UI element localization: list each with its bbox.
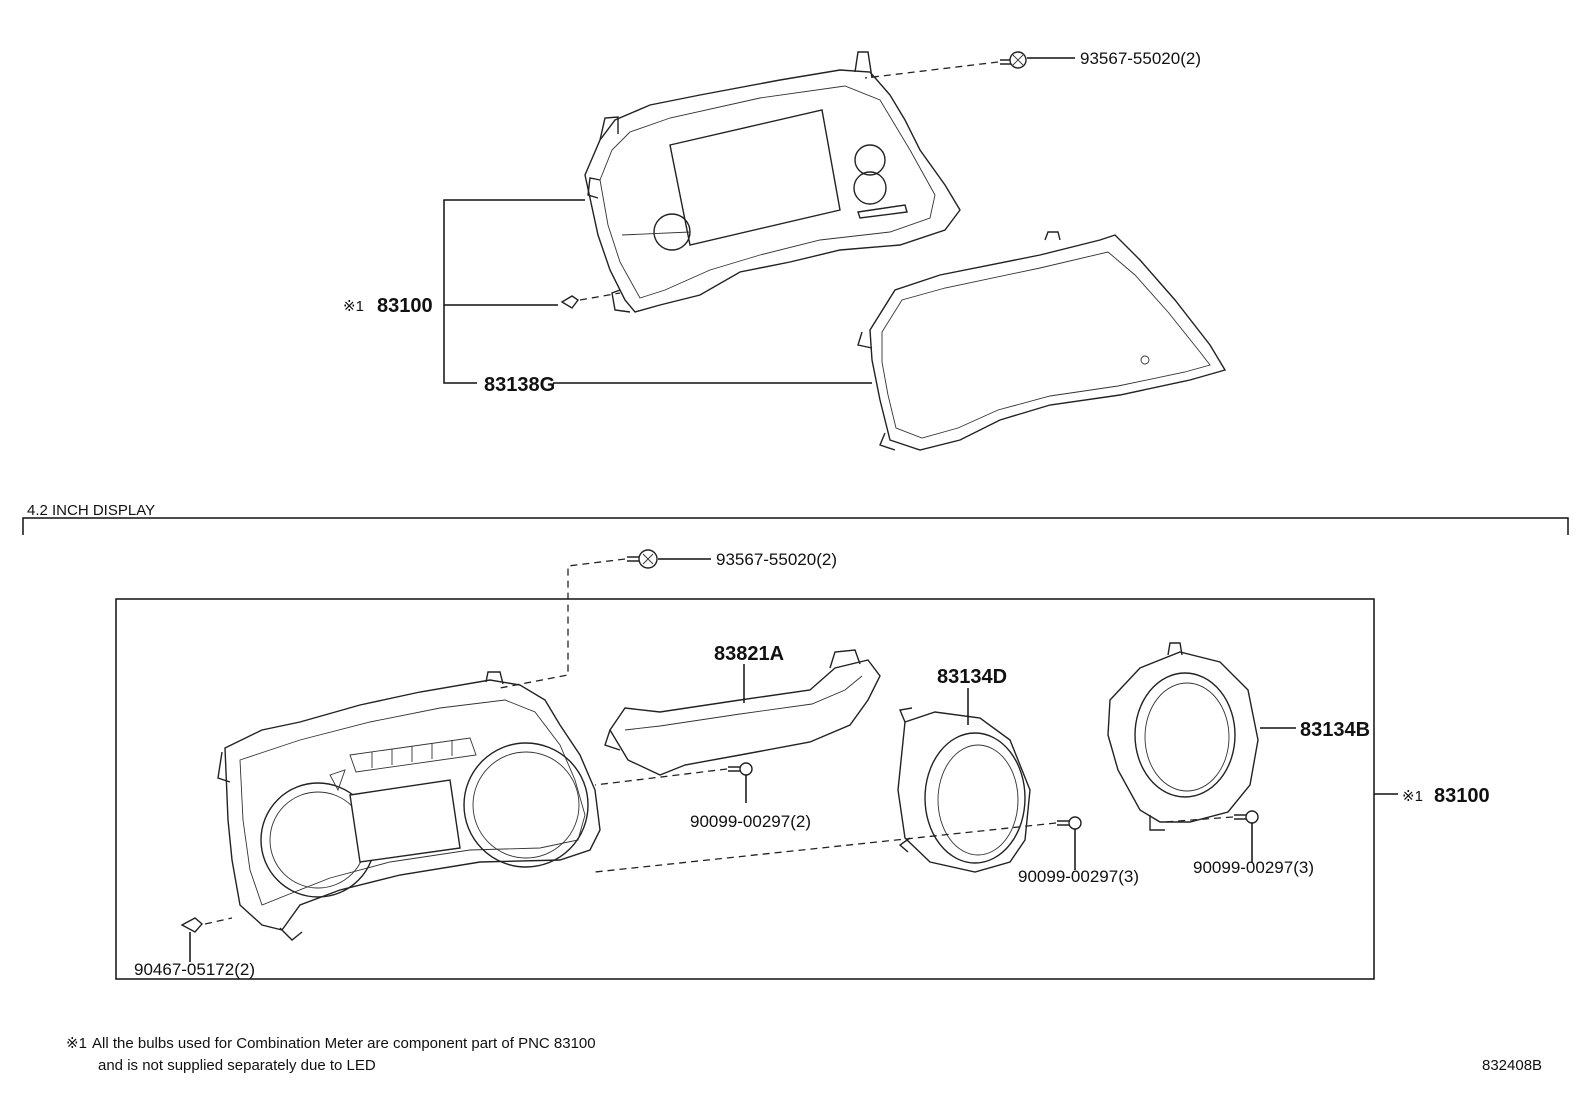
cover-glass-illustration [857,231,1227,451]
label-screw-panel: 90099-00297(2) [690,812,811,831]
label-meter-side: 83100 [1434,785,1490,807]
meter-housing-illustration [217,671,601,941]
screw-panel-icon [728,762,753,776]
label-ring-83134d: 83134D [937,666,1007,688]
label-meter-top-mark: ※1 [343,298,364,315]
ring-83134d-illustration [897,707,1031,873]
label-cover-glass: 83138G [484,374,555,396]
label-screw-ring-b: 90099-00297(3) [1193,858,1314,877]
label-screw-ring-d: 90099-00297(3) [1018,867,1139,886]
label-clip-bottom: 90467-05172(2) [134,960,255,979]
label-meter-side-mark: ※1 [1402,788,1423,805]
footnote-line-1: All the bulbs used for Combination Meter… [92,1035,596,1052]
section-bracket [22,517,1569,535]
section-title: 4.2 INCH DISPLAY [27,502,155,519]
clip-bottom-icon [180,917,203,933]
label-ring-83134b: 83134B [1300,719,1370,741]
label-meter-top: 83100 [377,295,433,317]
label-panel-83821a: 83821A [714,643,784,665]
diagram-code: 832408B [1482,1057,1542,1074]
ring-83134b-illustration [1107,642,1259,831]
label-screw-top: 93567-55020(2) [1080,49,1201,68]
detail-frame [115,598,1375,980]
combination-meter-top-illustration [584,51,961,313]
clip-top-icon [560,295,580,309]
footnote-mark: ※1 [66,1035,87,1052]
screw-top-icon [1000,51,1027,69]
footnote-line-2: and is not supplied separately due to LE… [98,1057,376,1074]
panel-83821a-illustration [604,649,881,776]
label-screw-mid: 93567-55020(2) [716,550,837,569]
screw-mid-icon [627,549,658,569]
screw-ring-b-icon [1234,810,1259,824]
screw-ring-d-icon [1057,816,1082,830]
